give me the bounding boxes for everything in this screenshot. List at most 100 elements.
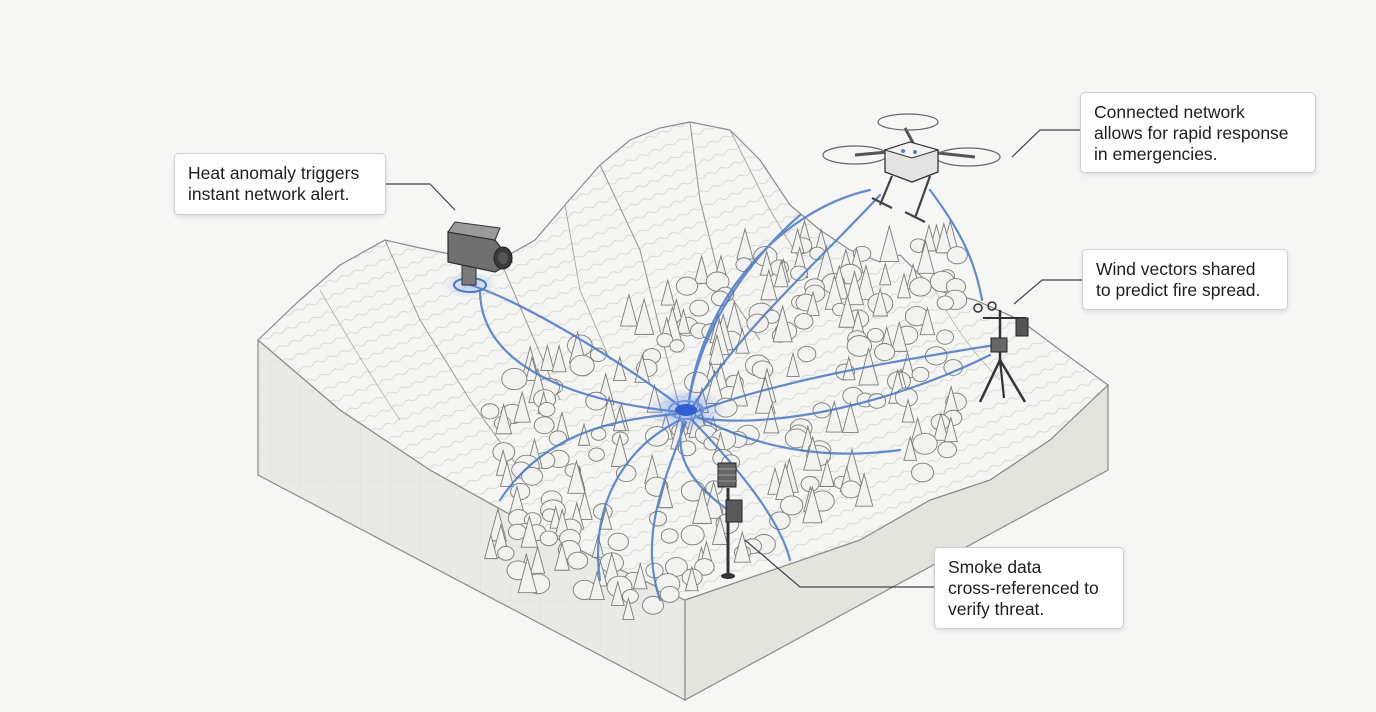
conifer-tree: [520, 514, 539, 548]
conifer-tree: [567, 459, 586, 494]
deciduous-tree: [840, 480, 862, 499]
deciduous-tree: [521, 466, 543, 486]
deciduous-tree: [912, 432, 938, 455]
deciduous-tree: [660, 528, 679, 544]
conifer-tree: [619, 292, 638, 327]
conifer-tree: [483, 533, 498, 560]
conifer-tree: [612, 355, 627, 381]
conifer-tree: [841, 401, 859, 433]
conifer-tree: [803, 435, 823, 471]
deciduous-tree: [480, 403, 500, 420]
deciduous-tree: [569, 354, 595, 377]
deciduous-tree: [780, 495, 804, 516]
conifer-tree: [588, 570, 605, 601]
conifer-tree: [760, 268, 778, 301]
camera-icon: [442, 221, 513, 298]
leader-lines: [385, 129, 1082, 588]
drone-icon: [822, 113, 1001, 223]
network-links: [468, 188, 997, 602]
callout-network-line-3: in emergencies.: [1094, 144, 1218, 164]
conifer-tree: [499, 460, 515, 487]
callout-heat-anomaly: Heat anomaly triggers instant network al…: [174, 153, 386, 215]
link-hub-southeast: [690, 418, 792, 562]
deciduous-tree: [497, 545, 515, 561]
callout-heat-line-2: instant network alert.: [188, 184, 350, 204]
conifer-tree: [943, 415, 958, 443]
leader-smoke: [744, 539, 934, 588]
deciduous-tree: [675, 276, 699, 296]
deciduous-tree: [874, 343, 896, 362]
deciduous-tree: [510, 482, 531, 501]
conifer-tree: [495, 402, 513, 435]
deciduous-tree: [846, 335, 872, 357]
deciduous-tree: [642, 595, 664, 615]
conifer-tree: [790, 227, 805, 254]
conifer-tree: [693, 254, 710, 284]
conifer-tree: [825, 399, 844, 433]
deciduous-tree: [911, 366, 930, 383]
conifer-tree: [856, 263, 876, 301]
deciduous-tree: [794, 313, 814, 330]
deciduous-tree: [694, 558, 715, 576]
callout-wind-line-2: to predict fire spread.: [1096, 280, 1261, 300]
conifer-tree: [759, 249, 774, 276]
callout-network-line-2: allows for rapid response: [1094, 123, 1289, 143]
conifer-tree: [754, 375, 776, 414]
conifer-tree: [916, 239, 935, 274]
conifer-tree: [551, 344, 567, 373]
deciduous-tree: [656, 332, 674, 348]
conifer-tree: [879, 224, 900, 262]
conifer-tree: [692, 486, 713, 524]
conifer-tree: [711, 514, 729, 545]
conifer-tree: [576, 489, 593, 520]
deciduous-tree: [644, 426, 669, 447]
conifer-tree: [802, 485, 823, 524]
conifer-tree: [676, 307, 691, 334]
conifer-tree: [599, 506, 613, 530]
link-station-hub: [693, 343, 997, 414]
deciduous-tree: [538, 401, 556, 417]
conifer-tree: [660, 278, 676, 306]
deciduous-tree: [548, 430, 568, 447]
conifer-tree: [634, 297, 655, 335]
callout-wind-line-1: Wind vectors shared: [1096, 259, 1256, 279]
conifer-tree: [517, 556, 538, 594]
conifer-tree: [773, 259, 789, 288]
deciduous-tree: [588, 447, 605, 462]
deciduous-tree: [669, 339, 685, 353]
conifer-tree: [554, 541, 570, 571]
weather-station-icon: [973, 301, 1029, 403]
deciduous-tree: [911, 462, 934, 483]
conifer-tree: [684, 565, 699, 592]
conifer-tree: [872, 286, 889, 317]
link-camera-hub-2: [478, 288, 682, 414]
callout-heat-line-1: Heat anomaly triggers: [188, 163, 360, 183]
smoke-sensor-icon: [717, 462, 743, 579]
conifer-tree: [708, 333, 726, 365]
link-drone-station: [928, 188, 984, 302]
conifer-tree: [896, 272, 912, 299]
callout-smoke-line-2: cross-referenced to: [948, 578, 1099, 598]
deciduous-tree: [909, 277, 932, 297]
callout-wind-vectors: Wind vectors shared to predict fire spre…: [1082, 249, 1288, 310]
leader-wind: [1013, 279, 1082, 305]
link-station-hub-2: [696, 353, 992, 422]
deciduous-tree: [797, 345, 817, 363]
deciduous-tree: [659, 585, 680, 603]
callout-smoke-data: Smoke data cross-referenced to verify th…: [934, 547, 1124, 629]
conifer-tree: [540, 343, 555, 371]
leader-heat: [385, 183, 456, 211]
conifer-tree: [622, 596, 635, 620]
conifer-tree: [610, 580, 625, 606]
deciduous-tree: [790, 265, 808, 281]
forest: [480, 218, 968, 620]
link-hub-north: [686, 213, 802, 410]
deciduous-tree: [533, 416, 555, 435]
conifer-tree: [901, 398, 915, 423]
link-hub-southwest: [597, 418, 682, 582]
conifer-tree: [733, 530, 751, 563]
deciduous-tree: [946, 246, 968, 265]
deciduous-tree: [936, 295, 954, 311]
conifer-tree: [879, 262, 892, 286]
conifer-tree: [513, 390, 531, 423]
